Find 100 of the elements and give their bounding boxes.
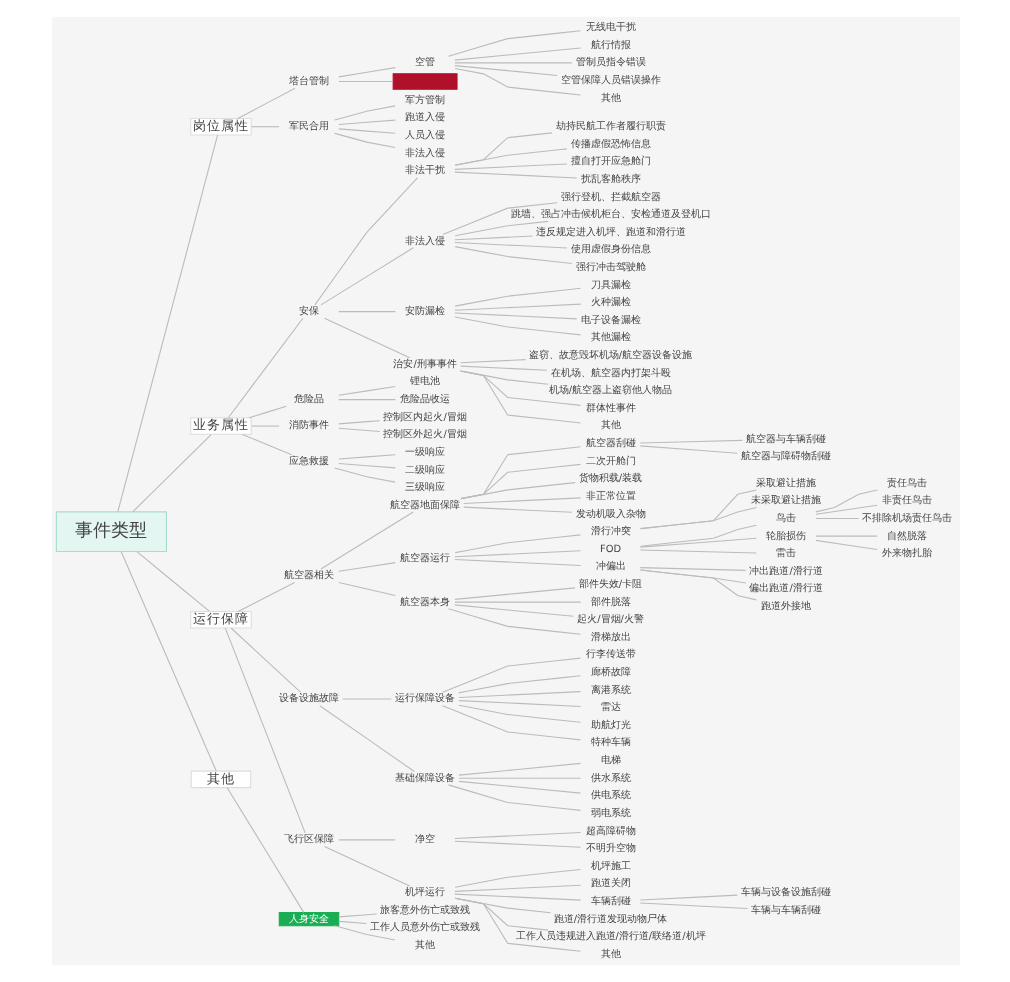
connector — [453, 65, 557, 76]
connector — [441, 705, 581, 741]
connector — [457, 675, 581, 694]
connector — [236, 87, 295, 119]
connector — [131, 434, 211, 513]
node-box — [391, 73, 457, 90]
connector — [453, 868, 581, 888]
connector — [453, 287, 581, 307]
connector — [639, 489, 756, 530]
connector — [236, 582, 295, 613]
connector — [453, 550, 581, 558]
connector — [814, 535, 877, 537]
connector — [226, 317, 303, 418]
connector — [337, 81, 393, 83]
connector — [458, 370, 581, 406]
connector — [453, 316, 581, 336]
connector — [453, 235, 532, 241]
connector — [453, 604, 573, 617]
connector — [814, 489, 877, 513]
connector — [250, 126, 279, 128]
connector — [441, 657, 581, 693]
node-box: 事件类型 — [54, 511, 166, 553]
connector — [337, 562, 395, 572]
connector — [638, 902, 748, 909]
connector — [446, 608, 581, 635]
connector — [250, 425, 279, 427]
connector — [453, 246, 572, 265]
connector — [459, 365, 547, 371]
connector — [247, 405, 286, 419]
connector — [337, 913, 377, 918]
connector — [337, 427, 380, 432]
connector — [638, 567, 746, 571]
connector — [457, 704, 581, 723]
connector — [453, 884, 581, 892]
connector — [453, 893, 581, 901]
connector — [458, 370, 581, 424]
connector — [332, 132, 395, 149]
connector — [337, 454, 395, 460]
connector — [453, 601, 581, 603]
connector — [135, 551, 209, 612]
connector — [639, 507, 756, 530]
connector — [638, 445, 737, 454]
connector — [459, 463, 581, 500]
connector — [223, 627, 305, 834]
connector — [453, 840, 581, 848]
connector — [453, 534, 581, 554]
connector — [322, 846, 410, 887]
connector — [457, 700, 581, 707]
connector — [453, 558, 581, 567]
connector — [453, 62, 572, 64]
connector — [638, 549, 756, 554]
connector — [459, 482, 575, 500]
connector — [441, 202, 557, 236]
connector — [319, 511, 413, 570]
connector — [332, 925, 395, 941]
connector — [457, 762, 581, 776]
connector — [337, 420, 380, 425]
connector — [229, 627, 301, 693]
connector — [814, 539, 877, 550]
connector — [638, 894, 737, 901]
connector — [319, 247, 413, 306]
connector — [322, 317, 410, 359]
connector — [225, 787, 304, 913]
connector — [814, 517, 859, 520]
connector — [814, 504, 877, 515]
connector — [337, 67, 395, 78]
connector — [446, 784, 581, 811]
connector — [446, 30, 581, 57]
connector — [453, 242, 567, 249]
connector — [453, 220, 548, 237]
connector — [116, 134, 218, 513]
connector — [332, 467, 395, 483]
connector — [337, 839, 395, 841]
connector — [457, 691, 581, 698]
connector — [459, 446, 581, 500]
connector — [337, 462, 395, 469]
connector — [639, 569, 756, 601]
connector — [453, 148, 567, 166]
connector — [337, 311, 395, 313]
connector — [459, 359, 526, 364]
connector — [453, 587, 575, 600]
connector — [453, 163, 567, 170]
connector — [313, 177, 417, 306]
connector — [337, 128, 395, 134]
connector — [337, 581, 395, 597]
connector — [337, 385, 395, 396]
connector — [457, 780, 581, 794]
connector — [453, 897, 581, 952]
connector — [337, 399, 395, 401]
connector — [337, 920, 366, 925]
connector — [638, 439, 742, 444]
connector — [453, 67, 581, 96]
connector — [462, 506, 572, 513]
connector — [459, 370, 548, 385]
connector — [453, 831, 581, 840]
connector — [639, 569, 746, 584]
connector — [639, 524, 756, 547]
connector — [638, 537, 756, 548]
connector — [457, 777, 581, 779]
connector — [337, 119, 395, 126]
